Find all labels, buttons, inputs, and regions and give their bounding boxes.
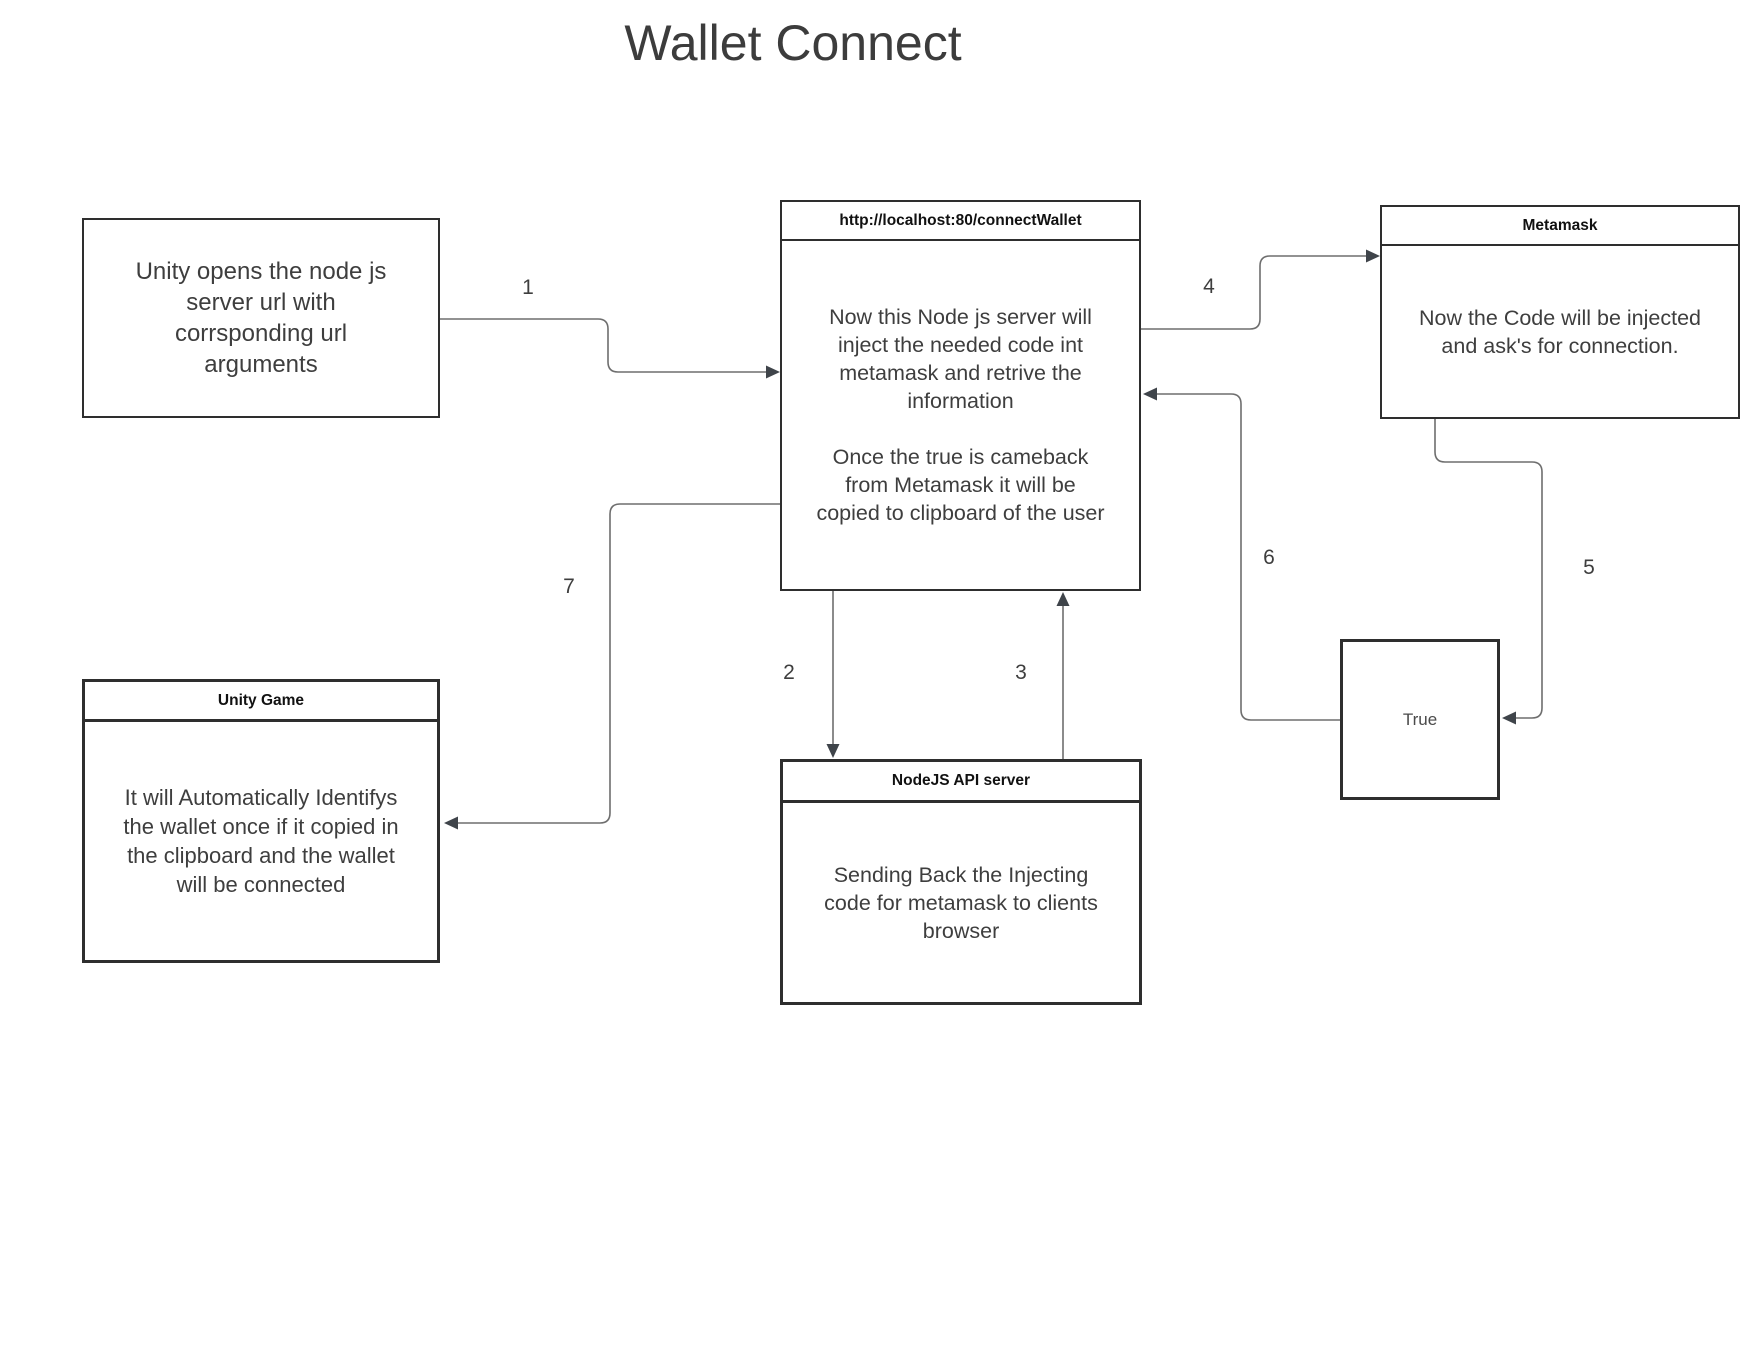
connector-3 <box>1056 592 1070 759</box>
node-unity-game: Unity Game It will Automatically Identif… <box>82 679 440 963</box>
connector-6 <box>1143 387 1340 721</box>
node-metamask-header: Metamask <box>1382 207 1738 246</box>
node-true: True <box>1340 639 1500 800</box>
node-connect-wallet-paragraph-1: Now this Node js server will inject the … <box>829 305 1092 413</box>
flow-label-3: 3 <box>1015 661 1027 684</box>
node-connect-wallet-paragraph-2: Once the true is cameback from Metamask … <box>816 445 1105 525</box>
flow-label-6: 6 <box>1263 546 1275 569</box>
node-nodejs-body: Sending Back the Injecting code for meta… <box>824 862 1098 943</box>
flow-label-4: 4 <box>1203 275 1215 298</box>
flow-label-2: 2 <box>783 661 795 684</box>
node-nodejs-api-server: NodeJS API server Sending Back the Injec… <box>780 759 1142 1005</box>
connector-7 <box>444 503 780 830</box>
node-nodejs-header: NodeJS API server <box>783 762 1139 803</box>
arrowhead-5 <box>1502 711 1516 725</box>
connector-4 <box>1141 249 1380 330</box>
node-metamask-body: Now the Code will be injected and ask's … <box>1418 305 1702 358</box>
connector-1 <box>440 318 780 379</box>
node-unity-game-header: Unity Game <box>85 682 437 722</box>
node-true-label: True <box>1402 709 1438 729</box>
arrowhead-3 <box>1056 592 1070 606</box>
arrowhead-1 <box>766 365 780 379</box>
node-unity-opens-url-text: Unity opens the node js server url with … <box>135 258 387 378</box>
flow-label-5: 5 <box>1583 556 1595 579</box>
node-metamask: Metamask Now the Code will be injected a… <box>1380 205 1740 419</box>
node-connect-wallet-header: http://localhost:80/connectWallet <box>782 202 1139 241</box>
connector-5 <box>1434 419 1543 725</box>
node-unity-opens-url: Unity opens the node js server url with … <box>82 218 440 418</box>
connector-2 <box>826 591 840 758</box>
node-connect-wallet-server: http://localhost:80/connectWallet Now th… <box>780 200 1141 591</box>
arrowhead-2 <box>826 744 840 758</box>
flow-label-1: 1 <box>522 276 534 299</box>
arrowhead-4 <box>1366 249 1380 263</box>
node-unity-game-body: It will Automatically Identifys the wall… <box>123 785 399 897</box>
arrowhead-6 <box>1143 387 1157 401</box>
diagram-title: Wallet Connect <box>624 15 962 71</box>
node-connect-wallet-body: Now this Node js server will inject the … <box>782 241 1139 589</box>
flow-label-7: 7 <box>563 575 575 598</box>
arrowhead-7 <box>444 816 458 830</box>
